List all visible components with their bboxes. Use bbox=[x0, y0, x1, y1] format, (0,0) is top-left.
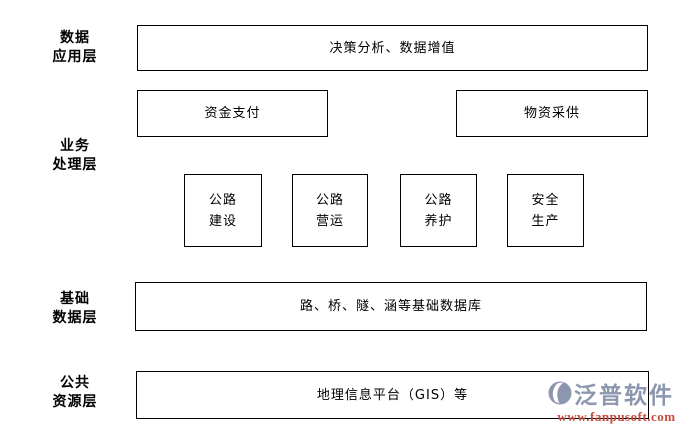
box-highway-construction-line: 公路 bbox=[208, 192, 237, 208]
layer-label-line: 资源层 bbox=[52, 394, 98, 410]
box-fund-payment-label: 资金支付 bbox=[204, 106, 261, 121]
layer-label-line: 处理层 bbox=[52, 157, 98, 173]
box-decision-analysis: 决策分析、数据增值 bbox=[137, 25, 648, 71]
box-highway-construction-line: 建设 bbox=[208, 213, 237, 229]
box-safety-production: 安全 生产 bbox=[507, 174, 584, 247]
box-basic-database: 路、桥、隧、涵等基础数据库 bbox=[135, 282, 647, 331]
box-highway-maintenance: 公路 养护 bbox=[400, 174, 477, 247]
layer-label-line: 公共 bbox=[60, 375, 90, 391]
layer-label-public-resource: 公共 资源层 bbox=[38, 374, 112, 412]
layer-label-data-application: 数据 应用层 bbox=[38, 29, 112, 67]
box-basic-database-label: 路、桥、隧、涵等基础数据库 bbox=[299, 299, 482, 314]
box-safety-production-line: 安全 bbox=[531, 192, 560, 208]
box-highway-operation: 公路 营运 bbox=[292, 174, 368, 247]
box-highway-operation-line: 营运 bbox=[315, 213, 344, 229]
box-material-procurement-label: 物资采供 bbox=[523, 106, 580, 121]
layer-label-basic-data: 基础 数据层 bbox=[38, 290, 112, 328]
fanpu-logo-watermark: 泛普软件 www.fanpusoft.com bbox=[548, 376, 685, 424]
fanpu-logo-icon bbox=[548, 381, 572, 405]
layer-label-line: 应用层 bbox=[52, 49, 98, 65]
box-material-procurement: 物资采供 bbox=[456, 90, 648, 137]
box-safety-production-line: 生产 bbox=[531, 213, 560, 229]
layer-label-line: 基础 bbox=[60, 291, 90, 307]
box-highway-maintenance-line: 养护 bbox=[424, 213, 453, 229]
layer-label-line: 数据 bbox=[60, 30, 90, 46]
box-highway-construction: 公路 建设 bbox=[184, 174, 262, 247]
box-gis-platform-label: 地理信息平台（GIS）等 bbox=[316, 387, 469, 403]
fanpu-logo-name: 泛普软件 bbox=[574, 383, 674, 409]
layer-label-business-processing: 业务 处理层 bbox=[38, 137, 112, 175]
box-highway-maintenance-line: 公路 bbox=[424, 192, 453, 208]
box-fund-payment: 资金支付 bbox=[137, 90, 328, 137]
fanpu-logo-row: 泛普软件 bbox=[548, 376, 685, 410]
layer-label-line: 业务 bbox=[60, 138, 90, 154]
box-decision-analysis-label: 决策分析、数据增值 bbox=[329, 40, 456, 56]
layer-label-line: 数据层 bbox=[52, 310, 98, 326]
box-highway-operation-line: 公路 bbox=[315, 192, 344, 208]
fanpu-logo-url: www.fanpusoft.com bbox=[557, 409, 676, 424]
